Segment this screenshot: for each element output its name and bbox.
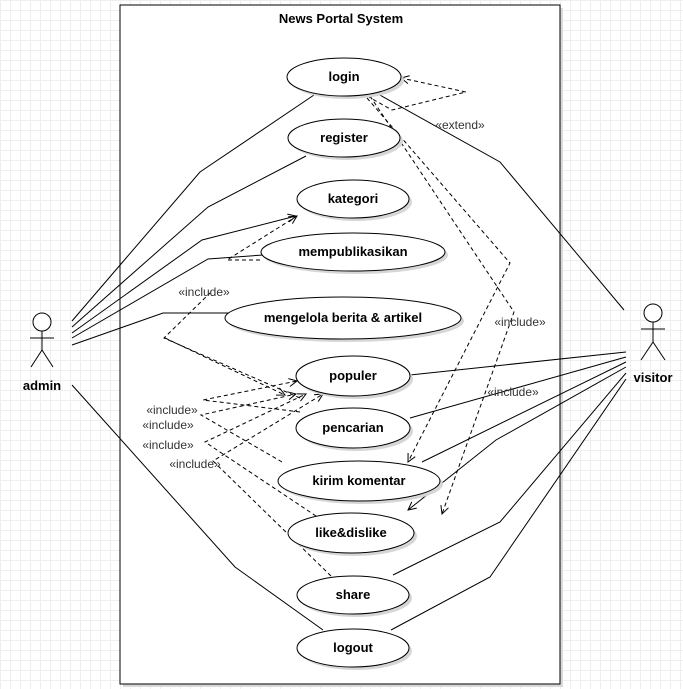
use-case-like-dislike-label: like&dislike [315, 525, 387, 540]
assoc-visitor-share [392, 372, 627, 576]
system-title: News Portal System [279, 11, 403, 26]
assoc-admin-mempublikasikan [71, 254, 264, 339]
use-case-mengelola-label: mengelola berita & artikel [264, 310, 422, 325]
dep-include-like-dislike-populer [203, 394, 323, 521]
use-case-kirim-komentar-label: kirim komentar [312, 473, 405, 488]
label-extend: «extend» [435, 118, 485, 132]
dep-include-mengelola-populer [164, 337, 285, 395]
visitor-actor-head [643, 303, 663, 323]
visitor-associations [377, 93, 627, 631]
dep-include-pencarian-populer [202, 381, 301, 413]
assoc-admin-logout [71, 384, 324, 631]
label-include-left-3: «include» [142, 438, 194, 452]
use-case-share-label: share [336, 587, 371, 602]
dependencies [163, 78, 515, 577]
use-case-register-label: register [320, 130, 368, 145]
dep-include-share-populer [212, 394, 332, 577]
dep-include-kirim-komentar-login [366, 97, 511, 462]
admin-actor-head [32, 312, 52, 332]
visitor-actor-label: visitor [633, 370, 672, 385]
use-case-populer-label: populer [329, 368, 377, 383]
admin-actor-label: admin [23, 378, 61, 393]
label-include-left-1: «include» [146, 403, 198, 417]
use-case-kategori[interactable]: kategori [296, 179, 412, 221]
system-boundary [119, 4, 561, 685]
label-include-left-2: «include» [142, 418, 194, 432]
dep-include-kirim-komentar-populer [199, 394, 296, 463]
use-case-login-label: login [328, 69, 359, 84]
admin-actor[interactable] [30, 312, 54, 368]
admin-associations [71, 94, 324, 631]
label-include-right-1: «include» [494, 315, 546, 329]
assoc-visitor-pencarian [409, 356, 627, 419]
use-case-login[interactable]: login [286, 57, 404, 99]
use-case-like-dislike[interactable]: like&dislike [287, 512, 417, 556]
dep-extend-register-login [366, 78, 467, 111]
assoc-visitor-populer [409, 351, 627, 376]
label-include-left-4: «include» [169, 457, 221, 471]
use-case-kirim-komentar[interactable]: kirim komentar [277, 460, 443, 504]
use-case-mempublikasikan[interactable]: mempublikasikan [260, 232, 448, 274]
assoc-admin-mengelola [71, 312, 228, 346]
use-case-register[interactable]: register [287, 118, 403, 160]
use-case-share[interactable]: share [296, 575, 412, 617]
assoc-visitor-kirim-komentar [421, 361, 627, 463]
label-include-top: «include» [178, 285, 230, 299]
use-case-logout[interactable]: logout [296, 628, 412, 670]
label-include-right-2: «include» [487, 385, 539, 399]
assoc-visitor-logout [390, 378, 627, 631]
assoc-visitor-login [377, 93, 625, 311]
use-case-populer[interactable]: populer [295, 355, 413, 399]
use-case-mempublikasikan-label: mempublikasikan [298, 244, 407, 259]
admin-actor-leg-right [41, 349, 54, 368]
visitor-actor-leg-right [652, 341, 666, 361]
use-case-logout-label: logout [333, 640, 373, 655]
visitor-actor-leg-left [640, 341, 654, 361]
assoc-admin-kategori [71, 216, 296, 334]
dep-include-like-dislike-login [369, 95, 515, 514]
assoc-admin-login [71, 94, 315, 322]
assoc-admin-register [71, 155, 307, 328]
admin-actor-leg-left [30, 349, 43, 368]
visitor-actor[interactable] [640, 303, 666, 361]
use-case-pencarian[interactable]: pencarian [295, 407, 413, 451]
use-case-pencarian-label: pencarian [322, 420, 383, 435]
use-case-mengelola[interactable]: mengelola berita & artikel [224, 296, 464, 342]
dep-include-mengelola [163, 292, 301, 399]
use-case-kategori-label: kategori [328, 191, 379, 206]
dep-include-mempublikasikan-kategori [225, 216, 297, 261]
